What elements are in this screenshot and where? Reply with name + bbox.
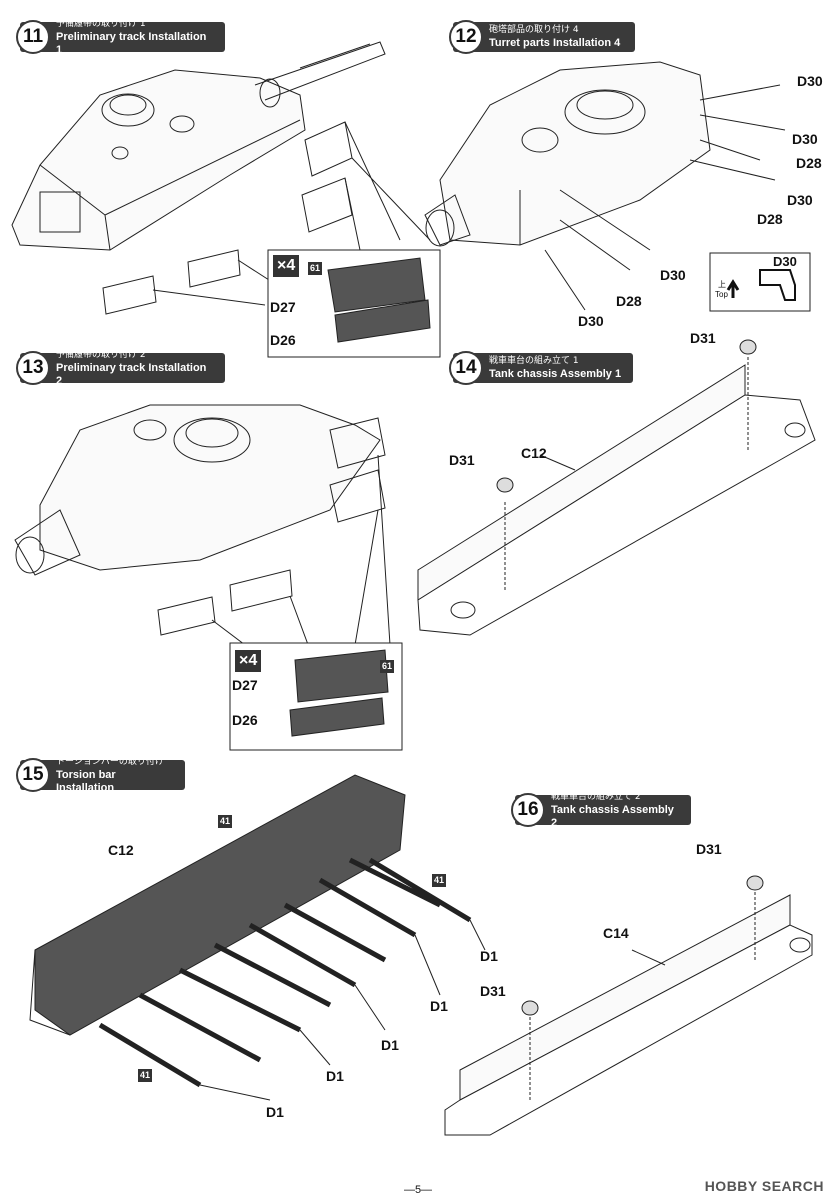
step-15-badge-41-c: 41 <box>138 1069 153 1082</box>
step-11-label-d27: D27 <box>270 299 296 315</box>
step-15-badge-41-a: 41 <box>218 815 233 828</box>
step-12-label-d30-e: D30 <box>578 313 604 329</box>
step-13-title: Preliminary track Installation 2 <box>56 361 207 387</box>
step-15-number: 15 <box>16 758 50 792</box>
step-12-title: Turret parts Installation 4 <box>489 37 621 49</box>
step-14-jp: 戦車車台の組み立て 1 <box>489 356 579 366</box>
step-12-label-d28-b: D28 <box>757 211 783 227</box>
step-13-quantity-x4: ×4 <box>235 650 262 672</box>
step-12-turret-drawing <box>424 61 786 311</box>
step-13-number: 13 <box>16 351 50 385</box>
step-15-badge-41-b: 41 <box>432 874 447 887</box>
step-15-label-d1-e: D1 <box>266 1104 284 1120</box>
step-16-jp: 戦車車台の組み立て 2 <box>551 791 641 802</box>
step-12-jp: 砲塔部品の取り付け 4 <box>489 25 579 35</box>
step-11-badge-61: 61 <box>308 262 323 275</box>
step-12-label-d28-c: D28 <box>616 293 642 309</box>
step-11-quantity-x4: ×4 <box>273 255 300 277</box>
step-11-jp: 予備履帯の取り付け 1 <box>56 18 146 29</box>
step-15-title: Torsion bar Installation <box>56 768 116 794</box>
step-16-label-d31-b: D31 <box>480 983 506 999</box>
step-13-badge-61: 61 <box>380 660 395 673</box>
step-15-label-d1-c: D1 <box>381 1037 399 1053</box>
watermark: HOBBY SEARCH <box>704 1178 824 1194</box>
step-13-turret-drawing <box>14 404 391 661</box>
page-number: —5— <box>403 1184 433 1196</box>
step-13-jp: 予備履帯の取り付け 2 <box>56 349 146 360</box>
step-14-label-d31-b: D31 <box>449 452 475 468</box>
step-12-label-d30-b: D30 <box>792 131 818 147</box>
step-15-label-d1-d: D1 <box>326 1068 344 1084</box>
step-16-label-c14: C14 <box>603 925 629 941</box>
step-11-turret-drawing <box>11 41 386 251</box>
step-12-label-d28-a: D28 <box>796 155 822 171</box>
step-15-label-d1-a: D1 <box>480 948 498 964</box>
step-14-title: Tank chassis Assembly 1 <box>489 368 622 380</box>
step-14-label-d31-a: D31 <box>690 330 716 346</box>
step-16-label-d31-a: D31 <box>696 841 722 857</box>
step-16-chassis-drawing <box>444 875 813 1136</box>
step-14-chassis-drawing <box>417 339 816 636</box>
step-12-diagram-label-d30: D30 <box>773 254 797 269</box>
step-11-spare-tracks <box>102 121 431 315</box>
top-arrow-icon <box>726 279 740 298</box>
step-11-label-d26: D26 <box>270 332 296 348</box>
step-12-label-d30-c: D30 <box>787 192 813 208</box>
step-14-label-c12: C12 <box>521 445 547 461</box>
step-14-number: 14 <box>449 351 483 385</box>
step-14-header: 14 戦車車台の組み立て 1 Tank chassis Assembly 1 <box>449 351 633 385</box>
step-16-number: 16 <box>511 793 545 827</box>
step-11-track-links <box>327 257 431 343</box>
step-15-torsion-bars-drawing <box>29 774 486 1101</box>
step-13-label-d26: D26 <box>232 712 258 728</box>
step-12-top-en: Top <box>715 290 728 299</box>
step-13-track-links <box>289 649 389 737</box>
step-11-title: Preliminary track Installation 1 <box>56 30 207 56</box>
step-15-jp: トーションバーの取り付け <box>56 756 164 767</box>
step-11-number: 11 <box>16 20 50 54</box>
step-16-title: Tank chassis Assembly 2 <box>551 803 674 829</box>
step-12-top-jp: 上 <box>718 280 726 289</box>
step-15-label-d1-b: D1 <box>430 998 448 1014</box>
step-12-number: 12 <box>449 20 483 54</box>
step-12-label-d30-d: D30 <box>660 267 686 283</box>
step-15-label-c12: C12 <box>108 842 134 858</box>
step-12-header: 12 砲塔部品の取り付け 4 Turret parts Installation … <box>449 20 635 54</box>
step-13-label-d27: D27 <box>232 677 258 693</box>
step-12-label-d30-a: D30 <box>797 73 823 89</box>
